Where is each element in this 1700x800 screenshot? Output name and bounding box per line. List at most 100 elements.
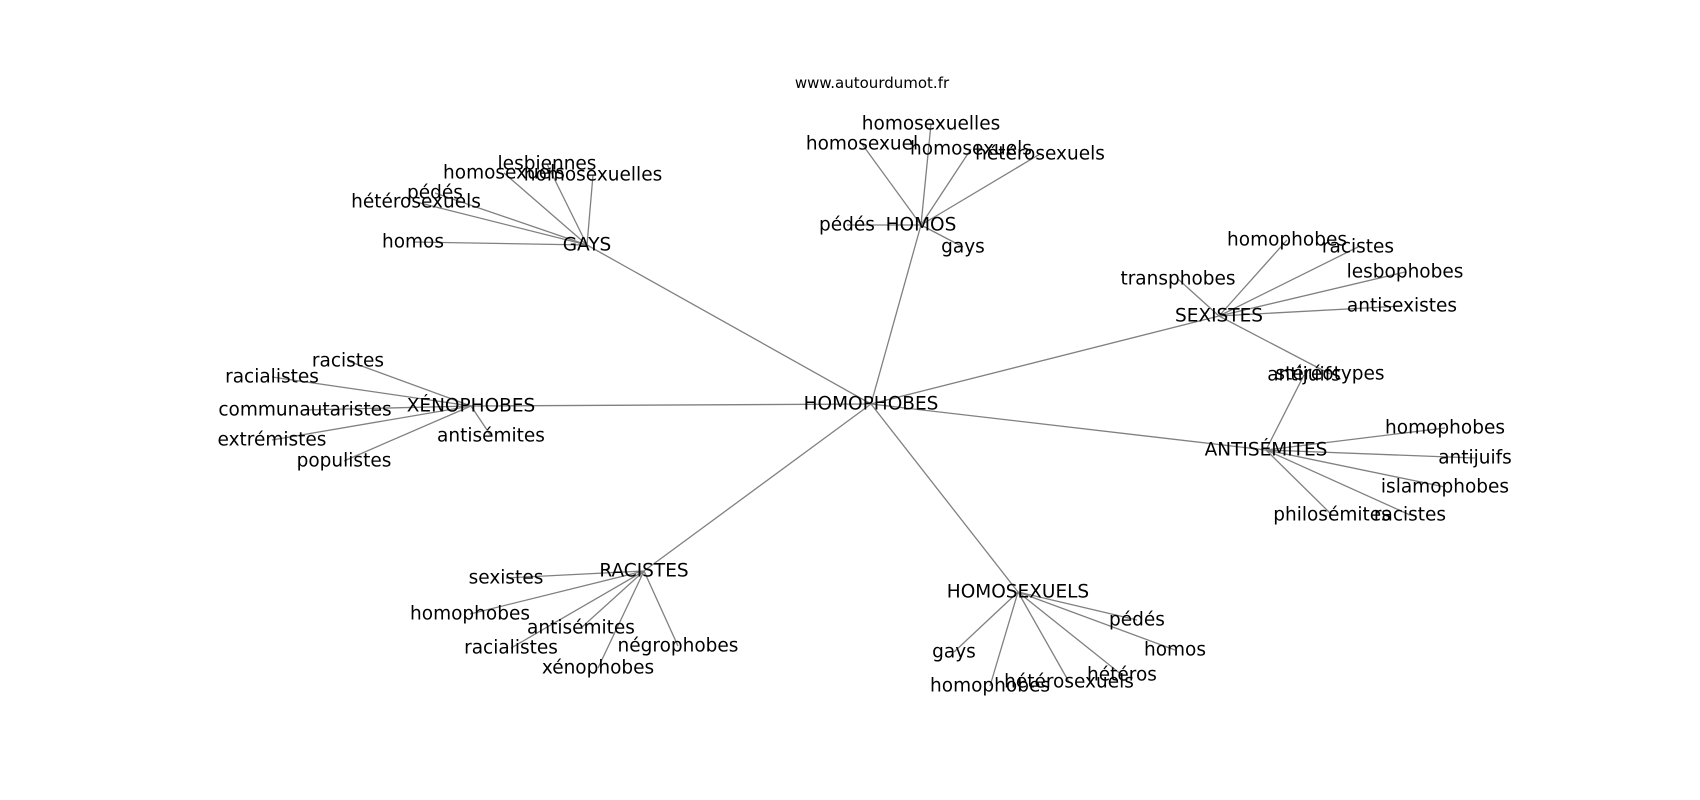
edge-racistes-to-antisemites — [580, 570, 645, 629]
edge-homos-to-homosexuels — [920, 148, 972, 226]
edge-center-to-gays — [586, 244, 872, 405]
leaf-node-homosexuels-homophobes[interactable]: homophobes — [930, 676, 1050, 697]
edge-homos-to-homosexuelles — [920, 123, 932, 226]
leaf-node-antisemites-antijuifs[interactable]: antijuifs — [1438, 448, 1512, 469]
edge-homosexuels-to-pedes — [1017, 591, 1138, 621]
edge-homos-to-gays — [920, 224, 964, 248]
edge-center-to-xenophobes — [470, 403, 872, 407]
leaf-node-homosexuels-pedes[interactable]: pédés — [1109, 610, 1165, 631]
leaf-node-racistes-xenophobes[interactable]: xénophobes — [542, 658, 654, 679]
edge-xenophobes-to-racistes — [347, 360, 472, 407]
edge-center-to-racistes — [643, 403, 872, 572]
leaf-node-xenophobes-racialistes[interactable]: racialistes — [225, 367, 319, 388]
leaf-node-racistes-sexistes[interactable]: sexistes — [469, 568, 544, 589]
edge-gays-to-homosexuelles — [586, 174, 594, 246]
leaf-node-xenophobes-populistes[interactable]: populistes — [297, 451, 392, 472]
leaf-node-gays-heterosexuels[interactable]: hétérosexuels — [351, 192, 481, 213]
leaf-node-sexistes-stereotypes[interactable]: stéréotypes — [1275, 364, 1384, 385]
leaf-node-racistes-racialistes[interactable]: racialistes — [464, 638, 558, 659]
leaf-node-homos-homosexuels[interactable]: homosexuels — [910, 139, 1032, 160]
leaf-node-homos-homosexuelles[interactable]: homosexuelles — [862, 114, 1000, 135]
source-url: www.autourdumot.fr — [795, 74, 950, 92]
edge-gays-to-homosexuels — [503, 172, 588, 246]
edge-xenophobes-to-populistes — [343, 405, 472, 462]
edge-sexistes-to-stereotypes — [1218, 315, 1331, 375]
leaf-node-homosexuels-heteros[interactable]: hétéros — [1087, 665, 1157, 686]
leaf-node-sexistes-racistes[interactable]: racistes — [1322, 237, 1394, 258]
leaf-node-homosexuels-gays[interactable]: gays — [932, 642, 976, 663]
leaf-node-sexistes-transphobes[interactable]: transphobes — [1120, 269, 1235, 290]
leaf-node-gays-lesbiennes[interactable]: lesbiennes — [498, 154, 597, 175]
edge-sexistes-to-antisexistes — [1218, 305, 1403, 317]
leaf-node-homos-heterosexuels[interactable]: hétérosexuels — [975, 144, 1105, 165]
hub-node-homosexuels[interactable]: HOMOSEXUELS — [947, 582, 1089, 603]
edge-xenophobes-to-extremistes — [271, 405, 472, 441]
leaf-node-gays-homos[interactable]: homos — [382, 232, 444, 253]
edge-sexistes-to-lesbophobes — [1218, 271, 1406, 317]
edge-gays-to-heterosexuels — [415, 201, 588, 246]
edge-gays-to-lesbiennes — [546, 163, 588, 246]
edge-homosexuels-to-heterosexuels — [1017, 591, 1070, 683]
edge-racistes-to-homophobes — [469, 570, 645, 615]
edge-homos-to-homosexuel — [861, 143, 922, 226]
edge-sexistes-to-transphobes — [1177, 278, 1220, 317]
edge-center-to-antisemites — [870, 403, 1267, 451]
center-node-homophobes[interactable]: HOMOPHOBES — [804, 394, 939, 415]
leaf-node-gays-homosexuels[interactable]: homosexuels — [443, 163, 565, 184]
leaf-node-sexistes-lesbophobes[interactable]: lesbophobes — [1347, 262, 1464, 283]
edge-center-to-homos — [870, 224, 922, 405]
edge-center-to-homosexuels — [870, 403, 1019, 593]
leaf-node-antisemites-philosemites[interactable]: philosémites — [1273, 505, 1391, 526]
edge-racistes-to-sexistes — [505, 570, 645, 579]
edge-xenophobes-to-communautaristes — [304, 405, 472, 411]
edge-homosexuels-to-heteros — [1017, 591, 1123, 676]
edge-racistes-to-negrophobes — [643, 570, 679, 647]
edge-homosexuels-to-homos — [1017, 591, 1176, 651]
labels-layer: HOMOPHOBESGAYShomosexuelleslesbienneshom… — [218, 114, 1512, 697]
leaf-node-xenophobes-communautaristes[interactable]: communautaristes — [218, 400, 391, 421]
hub-node-gays[interactable]: GAYS — [563, 235, 612, 256]
edge-antisemites-to-homophobes — [1265, 427, 1446, 451]
hub-node-sexistes[interactable]: SEXISTES — [1175, 306, 1263, 327]
edge-center-to-sexistes — [870, 315, 1220, 405]
edge-antisemites-to-antijuifs — [1265, 449, 1476, 459]
hub-node-homos[interactable]: HOMOS — [886, 215, 957, 236]
edge-xenophobes-to-racialistes — [271, 376, 472, 407]
hub-node-antisemites[interactable]: ANTISÉMITES — [1205, 439, 1328, 461]
leaf-node-homosexuels-heterosexuels[interactable]: hétérosexuels — [1004, 672, 1134, 693]
edge-xenophobes-to-antisemites — [470, 405, 492, 437]
edge-homosexuels-to-gays — [953, 591, 1019, 653]
leaf-node-antisemites-homophobes[interactable]: homophobes — [1385, 418, 1505, 439]
edge-antisemites-to-racistes — [1265, 449, 1411, 516]
leaf-node-xenophobes-antisemites[interactable]: antisémites — [437, 426, 545, 447]
leaf-node-gays-pedes[interactable]: pédés — [407, 183, 463, 204]
leaf-node-antisemites-islamophobes[interactable]: islamophobes — [1381, 477, 1509, 498]
hub-node-xenophobes[interactable]: XÉNOPHOBES — [407, 395, 536, 417]
leaf-node-racistes-negrophobes[interactable]: négrophobes — [618, 636, 739, 657]
leaf-node-antisemites-racistes[interactable]: racistes — [1374, 505, 1446, 526]
leaf-node-sexistes-homophobes[interactable]: homophobes — [1227, 230, 1347, 251]
edge-racistes-to-racialistes — [510, 570, 645, 649]
edge-racistes-to-xenophobes — [597, 570, 645, 669]
edge-antisemites-to-antijuifs — [1265, 374, 1305, 451]
leaf-node-racistes-antisemites[interactable]: antisémites — [527, 618, 635, 639]
leaf-node-homosexuels-homos[interactable]: homos — [1144, 640, 1206, 661]
edge-homosexuels-to-homophobes — [989, 591, 1019, 687]
edge-homos-to-heterosexuels — [920, 153, 1041, 226]
leaf-node-homos-pedes[interactable]: pédés — [819, 215, 875, 236]
leaf-node-xenophobes-racistes[interactable]: racistes — [312, 351, 384, 372]
leaf-node-homos-homosexuel[interactable]: homosexuel — [806, 134, 918, 155]
hub-node-racistes[interactable]: RACISTES — [599, 561, 688, 582]
leaf-node-antisemites-antijuifs[interactable]: antijuifs — [1267, 365, 1341, 386]
edge-sexistes-to-homophobes — [1218, 239, 1288, 317]
leaf-node-xenophobes-extremistes[interactable]: extrémistes — [218, 430, 327, 451]
edge-gays-to-pedes — [434, 192, 588, 246]
leaf-node-homos-gays[interactable]: gays — [941, 237, 985, 258]
leaf-node-sexistes-antisexistes[interactable]: antisexistes — [1347, 296, 1457, 317]
edge-antisemites-to-philosemites — [1265, 449, 1333, 516]
leaf-node-gays-homosexuelles[interactable]: homosexuelles — [524, 165, 662, 186]
leaf-node-racistes-homophobes[interactable]: homophobes — [410, 604, 530, 625]
edge-gays-to-homos — [412, 241, 588, 246]
edge-sexistes-to-racistes — [1218, 246, 1359, 317]
